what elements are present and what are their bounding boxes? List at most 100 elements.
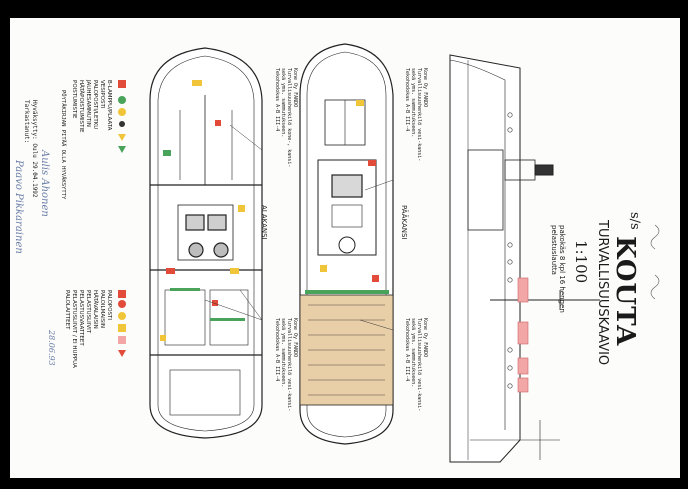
engine-block-2: [207, 214, 227, 231]
funnel-top: [534, 164, 554, 176]
symbol-hydrant: [118, 108, 126, 116]
legend-item: PELASTUSLIIVIT: [85, 290, 91, 334]
legend-item: PELASTUSVAATTEET: [78, 290, 84, 346]
symbol-lamp: [118, 312, 126, 320]
symbol-suit: [118, 336, 126, 344]
symbol-vest: [118, 324, 126, 332]
waterline: [449, 59, 506, 430]
label-alakansi: ALAKANSI: [260, 205, 268, 240]
note-top-left: Kone Oy FANDO: [292, 68, 298, 107]
symbol-water: [118, 96, 126, 104]
escape-route: [305, 290, 389, 294]
marker-yellow: [238, 205, 245, 212]
title-line-1: pakokäs 8 kpl 16 hengen: [558, 225, 566, 313]
legend-item: HÄTÄPOISTUMISTIE: [78, 80, 84, 133]
marker-yellow: [192, 80, 202, 86]
signature-1: Aulis Ahonen: [39, 150, 50, 217]
approved-line: Hyväksytty: Oulu 29.04.1992: [31, 100, 38, 198]
title-line-2: pelastuslautta: [550, 225, 558, 275]
note-line: Turvallisuushenkilö vesi-kansi-: [286, 318, 292, 412]
superstructure: [467, 149, 504, 231]
note-line: sekä yms. sammutukseen.: [410, 318, 416, 388]
legend-item: POISTUMISTIE: [71, 80, 77, 119]
marker-green: [163, 150, 171, 156]
note-line: Turvallisuushenkilö vesi-kansi-: [416, 68, 422, 162]
marker-red: [372, 275, 379, 282]
legend-symbols-bottom: [118, 290, 126, 357]
deckhouse: [317, 159, 377, 256]
liferaft-3: [517, 357, 529, 375]
plan-title: TURVALLISUUSKAAVIO: [595, 220, 610, 366]
boiler-1: [188, 242, 204, 258]
marker-yellow: [230, 268, 239, 274]
legend-item: PALOLAITTEET: [64, 290, 70, 330]
profile-portholes: [507, 112, 513, 389]
escape-route: [170, 288, 200, 291]
lower-deck-plan: [149, 47, 263, 439]
symbol-vest-no-hood: [118, 350, 126, 357]
profile-hull: [449, 54, 521, 463]
aft-store: [169, 369, 241, 416]
symbol-lamp: [118, 80, 126, 88]
note-line: Turvallisuushenkilö vesi-kansi-: [416, 318, 422, 412]
marker-red: [166, 268, 175, 274]
lower-deck-markers: [160, 80, 245, 341]
boiler-2: [213, 242, 229, 258]
signature-2: Paavo Pikkarainen: [13, 160, 24, 254]
legend-item: PELASTUSLIIVIT / EI HUPPUA: [71, 290, 77, 368]
note-line: sekä yms. sammutukseen.: [410, 68, 416, 138]
ship-name: KOUTA: [610, 236, 640, 347]
liferaft-1: [517, 277, 529, 303]
note-line: Tekohodokas A-B III-4: [274, 318, 280, 382]
legend-item: B-LAMPPU/PLAATA: [106, 80, 112, 131]
legend-item: PALOPOSTI/LETKU: [92, 80, 98, 130]
symbol-exit: [118, 146, 126, 153]
note-line: Kone Oy FANDO: [292, 318, 298, 358]
galley: [331, 174, 363, 198]
note-line: Kone Oy FANDO: [292, 68, 298, 108]
note-line: Tekohodokas A-B III-4: [274, 68, 280, 132]
marker-yellow: [320, 265, 327, 272]
upper-hull-inner: [306, 51, 387, 438]
label-paakansi: PÄÄKANSI: [400, 205, 408, 240]
ornament-icon: [650, 224, 660, 300]
lower-hull-inner: [157, 55, 255, 432]
note-line: Turvallisuushenkilö kone-, kansi-: [286, 68, 292, 168]
note-line: sekä yms. sammutukseen.: [280, 318, 286, 388]
legend-item: PALOILMAISIN: [99, 290, 105, 328]
engine-block-1: [185, 214, 205, 231]
wheel: [338, 236, 356, 254]
symbol-hydrant: [118, 290, 126, 298]
side-profile: [449, 54, 600, 463]
room-aft-2: [209, 289, 249, 346]
ship-prefix: s/s: [627, 212, 642, 230]
legend-item: JAUHESAMMUTIN: [85, 80, 91, 127]
legend-symbols-top: [118, 80, 126, 153]
marker-yellow: [160, 335, 166, 341]
main-deck-markers: [305, 100, 389, 294]
lifeboats: [517, 277, 529, 393]
escape-route: [210, 318, 245, 321]
symbol-detector: [118, 300, 126, 308]
footer-note: PÖYTÄKIRJAN PITÄÄ OLLA HYVÄKSYTTY: [60, 90, 66, 200]
marker-red: [368, 160, 376, 166]
legend-item: HÄTÄVALAISIN: [92, 290, 98, 329]
liferaft-2: [517, 321, 529, 345]
lower-hull-outline: [149, 47, 263, 439]
funnel-casing: [331, 204, 363, 228]
checked-line: Tarkastanut:: [23, 100, 30, 144]
scale: 1:100: [572, 240, 590, 284]
note-line: Tekohodokas A-B III-4: [404, 68, 410, 132]
note-line: Kone Oy FANDO: [422, 318, 428, 358]
marker-red: [215, 120, 221, 126]
liferaft-4: [517, 377, 529, 393]
leader-lines: [204, 124, 394, 331]
marker-red: [212, 300, 218, 306]
main-deck-plan: [299, 43, 394, 445]
note-line: Kone Oy FANDO: [422, 68, 428, 108]
stamp-text: 28.06.93: [47, 330, 56, 366]
legend-item: VESIPOSTI: [99, 80, 105, 109]
marker-yellow: [356, 100, 364, 106]
